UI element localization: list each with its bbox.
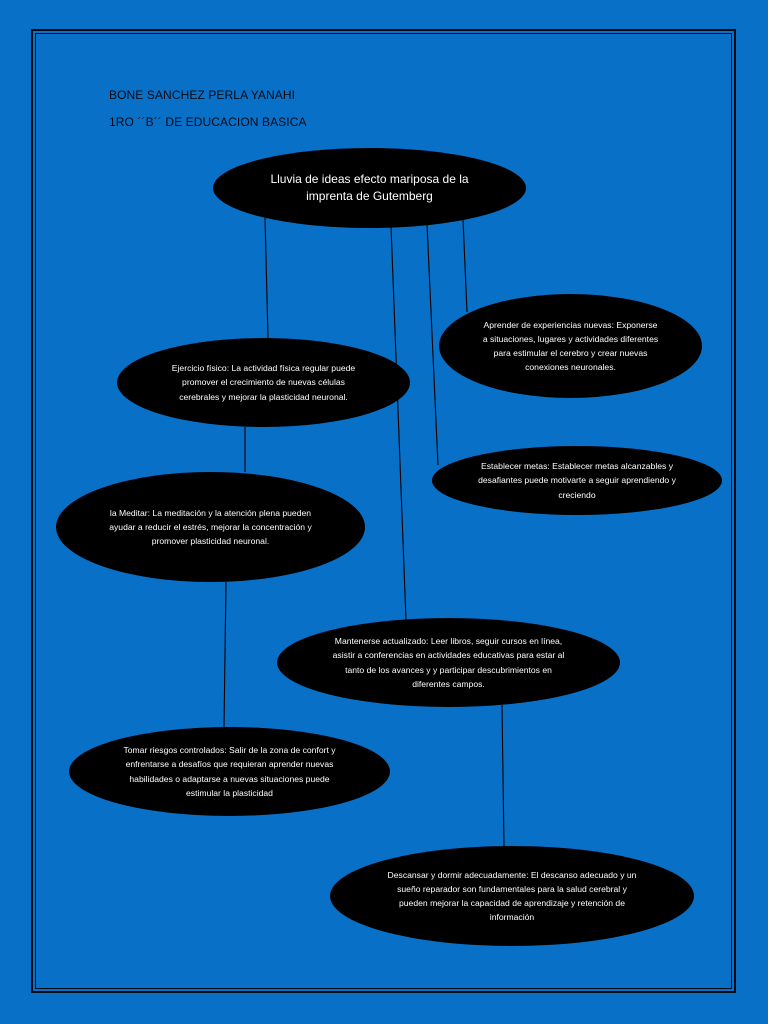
connector-central-actualizado bbox=[390, 225, 407, 621]
node-riesgos: Tomar riesgos controlados: Salir de la z… bbox=[69, 727, 390, 816]
node-ejercicio-text: Ejercicio físico: La actividad física re… bbox=[171, 363, 356, 402]
node-aprender-text: Aprender de experiencias nuevas: Exponer… bbox=[482, 319, 659, 373]
connector-actualizado-descansar bbox=[501, 704, 505, 848]
page-border-inner bbox=[35, 33, 732, 989]
page-border-outer bbox=[31, 29, 736, 993]
node-ejercicio: Ejercicio físico: La actividad física re… bbox=[117, 338, 410, 427]
connector-meditar-riesgos bbox=[223, 581, 227, 728]
node-meditar: la Meditar: La meditación y la atención … bbox=[56, 472, 365, 582]
central-topic-node: Lluvia de ideas efecto mariposa de la im… bbox=[213, 148, 526, 228]
connector-central-metas bbox=[426, 223, 439, 466]
node-descansar-text: Descansar y dormir adecuadamente: El des… bbox=[387, 869, 637, 923]
node-actualizado-text: Mantenerse actualizado: Leer libros, seg… bbox=[332, 636, 565, 689]
node-aprender: Aprender de experiencias nuevas: Exponer… bbox=[439, 294, 702, 398]
central-topic-text: Lluvia de ideas efecto mariposa de la im… bbox=[270, 172, 469, 203]
student-grade: 1RO ´´B´´ DE EDUCACION BASICA bbox=[109, 115, 307, 129]
node-riesgos-text: Tomar riesgos controlados: Salir de la z… bbox=[123, 745, 336, 798]
connector-central-aprender bbox=[462, 218, 468, 313]
node-metas: Establecer metas: Establecer metas alcan… bbox=[432, 446, 722, 515]
connector-central-ejercicio bbox=[264, 217, 269, 339]
node-actualizado: Mantenerse actualizado: Leer libros, seg… bbox=[277, 618, 620, 707]
student-name: BONE SANCHEZ PERLA YANAHI bbox=[109, 88, 296, 102]
node-descansar: Descansar y dormir adecuadamente: El des… bbox=[330, 846, 694, 946]
node-meditar-text: la Meditar: La meditación y la atención … bbox=[109, 507, 312, 547]
node-metas-text: Establecer metas: Establecer metas alcan… bbox=[478, 461, 676, 500]
